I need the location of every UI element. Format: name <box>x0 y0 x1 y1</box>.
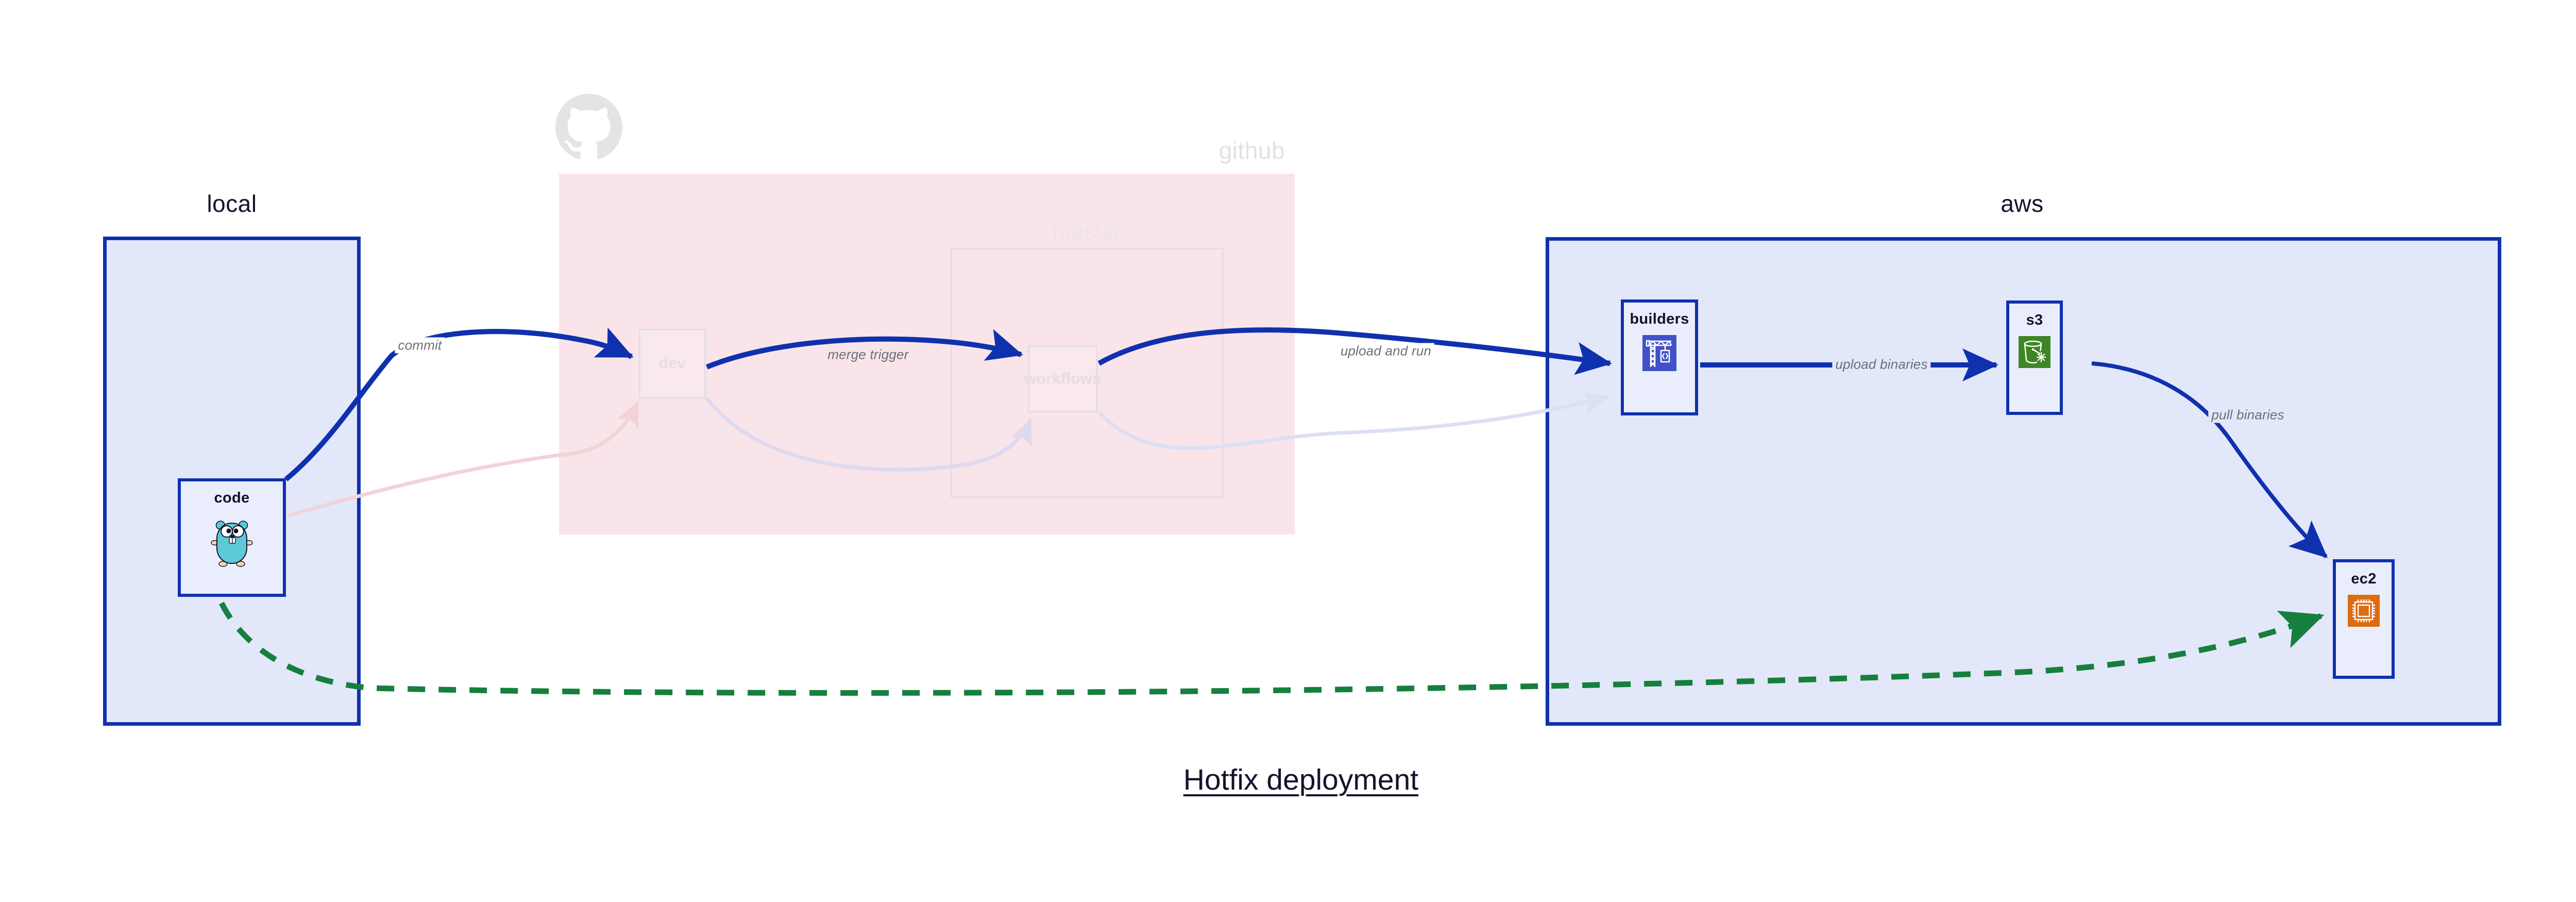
github-octocat-icon <box>555 94 622 161</box>
node-builders[interactable]: builders <box>1621 299 1698 415</box>
node-label-builders: builders <box>1630 311 1689 327</box>
aws-ec2-chip-icon <box>2348 595 2380 629</box>
node-label-s3: s3 <box>2026 312 2043 328</box>
node-workflows[interactable]: workflows <box>1024 345 1101 412</box>
node-dev[interactable]: dev <box>639 329 706 398</box>
group-title-aws: aws <box>2001 190 2044 217</box>
node-ec2[interactable]: ec2 <box>2333 559 2395 679</box>
node-code[interactable]: code <box>178 478 286 597</box>
edge-label-upload-binaries: upload binaries <box>1832 356 1931 373</box>
edge-label-pull-binaries: pull binaries <box>2208 407 2287 423</box>
node-label-code: code <box>214 490 250 506</box>
edge-label-merge-trigger: merge trigger <box>824 346 912 363</box>
edge-label-upload-and-run: upload and run <box>1337 343 1435 359</box>
node-s3[interactable]: s3 <box>2006 300 2063 415</box>
group-title-github: github <box>1218 137 1285 164</box>
node-label-workflows: workflows <box>1024 370 1101 387</box>
group-title-local: local <box>207 190 257 217</box>
diagram-caption: Hotfix deployment <box>1183 763 1419 796</box>
go-gopher-icon <box>210 514 254 570</box>
edge-label-commit: commit <box>395 337 445 354</box>
subgroup-title-master: master <box>1052 219 1122 244</box>
node-label-ec2: ec2 <box>2351 571 2377 587</box>
aws-codebuild-icon <box>1642 335 1676 374</box>
subgroup-master <box>951 248 1224 498</box>
aws-s3-bucket-icon <box>2019 336 2050 371</box>
node-label-dev: dev <box>658 355 686 372</box>
